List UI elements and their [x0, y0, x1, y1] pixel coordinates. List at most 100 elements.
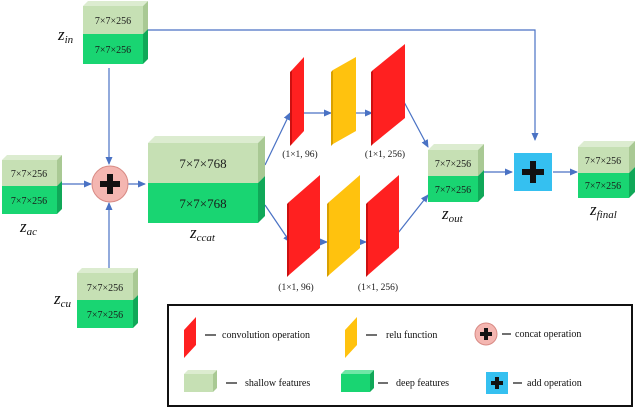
legend-shallow-top [184, 370, 217, 374]
add-operation-node [514, 153, 552, 191]
relu-layer-bottom-edge [327, 202, 329, 277]
legend-deep-swatch [341, 374, 370, 392]
deep-feature-box [428, 176, 478, 202]
shallow-feature-box [148, 143, 258, 183]
legend-deep-side [370, 370, 374, 392]
label-z-out: zout [441, 204, 464, 225]
shallow-feature-box [578, 147, 629, 173]
block-side-face [258, 136, 265, 183]
block-side-face [629, 141, 635, 173]
arrow-zin-to-add [148, 29, 539, 141]
relu-layer-top [333, 57, 356, 144]
arrow-zccat-to-bottom-branch [264, 204, 291, 243]
legend-shallow-label: shallow features [245, 378, 310, 389]
block-z-ac: 7×7×256 7×7×256 [2, 155, 62, 214]
block-side-face [133, 295, 138, 328]
block-side-face [57, 181, 62, 214]
deep-dim-label: 7×7×256 [435, 185, 471, 196]
deep-feature-box [148, 183, 258, 223]
block-top-face [77, 268, 138, 273]
block-top-face [428, 144, 484, 150]
block-side-face [478, 170, 484, 202]
deep-dim-label: 7×7×256 [95, 45, 131, 56]
legend-relu-swatch [345, 317, 357, 358]
deep-dim-label: 7×7×256 [585, 181, 621, 192]
deep-feature-box [2, 186, 57, 214]
conv-layer-top-2-edge [371, 70, 373, 146]
shallow-dim-label: 7×7×256 [95, 16, 131, 27]
deep-feature-box [77, 300, 133, 328]
label-z-final: zfinal [589, 200, 617, 221]
legend-concat-label: concat operation [515, 329, 581, 340]
conv-layer-top-2 [373, 44, 405, 144]
plus-icon-v [495, 377, 499, 389]
deep-dim-label: 7×7×768 [179, 196, 226, 211]
block-side-face [258, 176, 265, 223]
top-branch [290, 44, 405, 146]
conv-layer-bottom-1-edge [287, 202, 289, 277]
concat-operation-node [91, 165, 129, 203]
deep-feature-box [578, 173, 629, 198]
block-z-out: 7×7×256 7×7×256 [428, 144, 484, 202]
legend-conv-label: convolution operation [222, 330, 310, 341]
label-z-ac: zac [19, 217, 37, 238]
block-side-face [133, 268, 138, 300]
arrow-bottom-branch-to-zout [397, 194, 429, 234]
shallow-feature-box [428, 150, 478, 176]
arrow-zccat-to-top-branch [264, 112, 291, 166]
plus-icon-v [530, 161, 536, 183]
legend: convolution operation relu function conc… [167, 304, 633, 407]
deep-feature-box [83, 34, 143, 64]
conv-layer-bottom-2 [368, 175, 399, 275]
block-side-face [57, 155, 62, 186]
conv-layer-bottom-2-edge [366, 202, 368, 277]
block-z-cu: 7×7×256 7×7×256 [77, 268, 138, 328]
relu-layer-bottom [329, 175, 360, 275]
shallow-dim-label: 7×7×256 [87, 283, 123, 294]
shallow-feature-box [83, 6, 143, 34]
plus-icon-v [107, 174, 113, 194]
shallow-dim-label: 7×7×768 [179, 156, 226, 171]
legend-deep-label: deep features [396, 378, 449, 389]
legend-add-label: add operation [527, 378, 582, 389]
block-top-face [578, 141, 635, 147]
deep-dim-label: 7×7×256 [87, 310, 123, 321]
block-side-face [143, 29, 148, 64]
conv-label-top-2: (1×1, 256) [365, 149, 405, 160]
legend-conv-swatch [184, 317, 196, 358]
shallow-dim-label: 7×7×256 [11, 169, 47, 180]
legend-frame [167, 304, 633, 407]
block-side-face [629, 167, 635, 198]
conv-layer-top-1 [292, 57, 304, 144]
label-z-ccat: zccat [189, 223, 216, 244]
legend-shallow-side [213, 370, 217, 392]
block-top-face [2, 155, 62, 160]
block-side-face [478, 144, 484, 176]
block-z-in: 7×7×256 7×7×256 [83, 1, 148, 64]
label-z-cu: zcu [53, 289, 72, 310]
plus-icon-v [484, 328, 488, 340]
block-z-final: 7×7×256 7×7×256 [578, 141, 635, 198]
legend-deep-top [341, 370, 374, 374]
block-side-face [143, 1, 148, 34]
bottom-branch [287, 175, 399, 277]
connection-arrows [62, 29, 578, 268]
shallow-feature-box [2, 160, 57, 186]
relu-layer-top-edge [331, 70, 333, 146]
conv-label-bottom-1: (1×1, 96) [278, 282, 313, 293]
conv-label-top-1: (1×1, 96) [282, 149, 317, 160]
conv-layer-top-1-edge [290, 70, 292, 146]
deep-dim-label: 7×7×256 [11, 196, 47, 207]
shallow-feature-box [77, 273, 133, 300]
block-top-face [148, 136, 265, 143]
conv-layer-bottom-1 [289, 175, 320, 275]
block-top-face [83, 1, 148, 6]
legend-shallow-swatch [184, 374, 213, 392]
shallow-dim-label: 7×7×256 [435, 159, 471, 170]
label-z-in: zin [57, 25, 74, 46]
shallow-dim-label: 7×7×256 [585, 156, 621, 167]
conv-label-bottom-2: (1×1, 256) [358, 282, 398, 293]
block-z-ccat: 7×7×768 7×7×768 [148, 136, 265, 223]
